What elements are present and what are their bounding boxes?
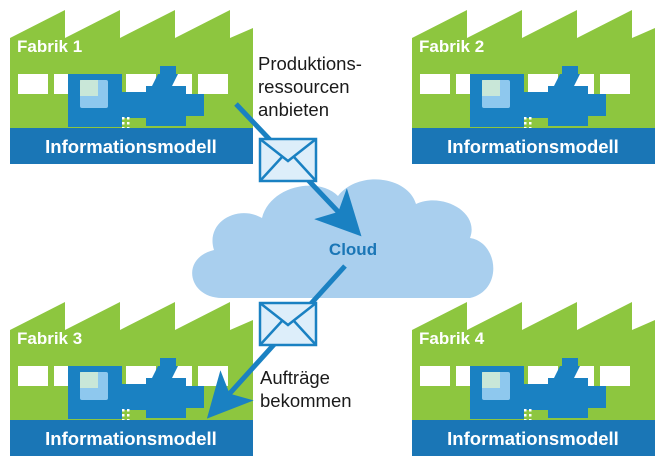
cloud: Cloud — [192, 179, 494, 298]
receive-line-1: Aufträge — [260, 367, 330, 388]
offer-line-2: ressourcen — [258, 76, 350, 97]
factory-4: Fabrik 4 Informationsmodell — [412, 302, 655, 456]
factory-label: Fabrik 3 — [17, 329, 82, 348]
receive-orders-label: Aufträge bekommen — [260, 367, 352, 411]
factory-3: Fabrik 3 Informationsmodell — [10, 302, 253, 456]
information-model-label: Informationsmodell — [447, 428, 619, 449]
envelope-icon — [258, 301, 318, 347]
factory-label: Fabrik 2 — [419, 37, 484, 56]
offer-line-1: Produktions- — [258, 53, 362, 74]
cloud-icon — [192, 179, 494, 298]
offer-line-3: anbieten — [258, 99, 329, 120]
factory-label: Fabrik 1 — [17, 37, 82, 56]
factory-1: Fabrik 1 Informationsmodell — [10, 10, 253, 164]
information-model-label: Informationsmodell — [447, 136, 619, 157]
offer-resources-label: Produktions- ressourcen anbieten — [258, 53, 367, 120]
factory-2: Fabrik 2 Informationsmodell — [412, 10, 655, 164]
cloud-label: Cloud — [329, 240, 377, 259]
receive-line-2: bekommen — [260, 390, 352, 411]
information-model-label: Informationsmodell — [45, 136, 217, 157]
envelope-icon — [258, 137, 318, 183]
information-model-label: Informationsmodell — [45, 428, 217, 449]
factory-label: Fabrik 4 — [419, 329, 485, 348]
